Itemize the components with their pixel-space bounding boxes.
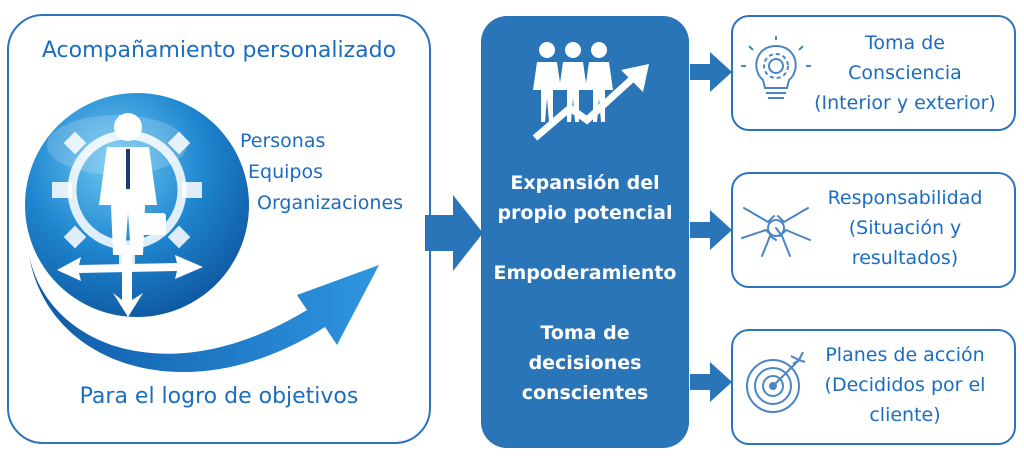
left-item-organizaciones: Organizaciones <box>257 192 403 214</box>
center-line1: Expansión del <box>481 168 689 198</box>
center-item3-line3: conscientes <box>481 378 689 408</box>
left-bottom-text: Para el logro de objetivos <box>7 384 431 409</box>
center-line2: propio potencial <box>481 198 689 228</box>
right3-line3: cliente) <box>800 400 1010 430</box>
right3-line2: (Decididos por el <box>800 370 1010 400</box>
left-title: Acompañamiento personalizado <box>7 38 431 63</box>
left-item-equipos: Equipos <box>248 161 323 183</box>
right3-line1: Planes de acción <box>800 340 1010 370</box>
arrow-right-icon <box>690 362 734 402</box>
right2-line3: resultados) <box>800 243 1010 273</box>
right1-line2: Consciencia <box>800 58 1010 88</box>
arrow-right-icon <box>690 52 734 92</box>
right2-line1: Responsabilidad <box>800 183 1010 213</box>
arrow-right-icon <box>690 210 734 250</box>
arrow-right-icon <box>425 195 485 275</box>
right2-line2: (Situación y <box>800 213 1010 243</box>
center-item-empoderamiento: Empoderamiento <box>481 258 689 288</box>
team-growth-icon <box>525 40 655 140</box>
left-item-personas: Personas <box>240 130 325 152</box>
businessman-gear-icon <box>7 95 431 395</box>
right1-line3: (Interior y exterior) <box>800 88 1010 118</box>
right1-line1: Toma de <box>800 28 1010 58</box>
center-item3-line2: decisiones <box>481 348 689 378</box>
center-item3-line1: Toma de <box>481 318 689 348</box>
